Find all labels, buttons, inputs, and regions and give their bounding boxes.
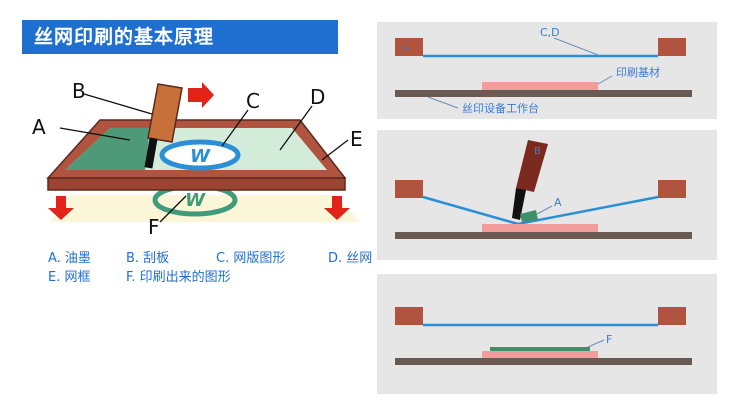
move-right-arrow <box>188 82 214 108</box>
legend-item: E. 网框 <box>48 270 91 285</box>
step1-table-leader <box>427 96 459 109</box>
step3-printed-ink <box>490 347 590 351</box>
legend-item: F. 印刷出来的图形 <box>126 270 231 285</box>
step3-print-leader <box>587 339 605 348</box>
step1-table-label: 丝印设备工作台 <box>462 101 539 115</box>
legend-row-1: A. 油墨 B. 刮板 C. 网版图形 D. 丝网 <box>48 249 372 268</box>
legend-item: D. 丝网 <box>328 251 373 266</box>
callout-b: B <box>72 79 86 103</box>
legend: A. 油墨 B. 刮板 C. 网版图形 D. 丝网 E. 网框 F. 印刷出来的图形 <box>48 249 372 287</box>
page-title: 丝网印刷的基本原理 <box>22 20 338 54</box>
step1-frame-left <box>395 38 423 56</box>
callout-e: E <box>350 127 363 151</box>
step1-table <box>395 90 692 97</box>
squeegee <box>144 83 183 169</box>
step2-squeegee-blade <box>512 188 526 220</box>
step2-table <box>395 232 692 239</box>
screen-frame-bottom <box>47 177 346 191</box>
step2-squeegee-label: B <box>534 146 541 157</box>
legend-item: C. 网版图形 <box>216 251 286 266</box>
callout-d: D <box>310 85 325 109</box>
lift-right-arrow <box>324 196 350 220</box>
step2-ink-leader <box>536 205 553 215</box>
step3-table <box>395 358 692 365</box>
step1-frame-right <box>658 38 686 56</box>
step1-screen-leader <box>553 37 599 56</box>
step1-substrate-leader <box>597 75 613 85</box>
callout-lines <box>59 93 349 223</box>
print-shadow-area <box>50 195 360 222</box>
step3-frame-left <box>395 307 423 325</box>
step2-frame-right <box>658 180 686 198</box>
step2-frame-left <box>395 180 423 198</box>
step3-print-label: F <box>606 333 612 346</box>
legend-row-2: E. 网框 F. 印刷出来的图形 <box>48 268 372 287</box>
step1-screen-label: C,D <box>540 26 560 39</box>
callout-a: A <box>32 115 46 139</box>
stencil-text: W <box>190 146 211 167</box>
step1-substrate-label: 印刷基材 <box>616 65 660 79</box>
lift-left-arrow <box>48 196 74 220</box>
stencil-image: W <box>159 139 241 171</box>
step1-frame-label: E <box>403 44 409 55</box>
step2-substrate <box>482 224 598 232</box>
ink-area <box>65 128 150 170</box>
legend-item: B. 刮板 <box>126 251 170 266</box>
step1-substrate <box>482 82 598 90</box>
callout-c: C <box>246 89 260 113</box>
svg-text:W: W <box>185 190 206 211</box>
step3-substrate <box>482 351 598 358</box>
step2-squeegee <box>516 140 548 192</box>
legend-item: A. 油墨 <box>48 251 91 266</box>
step2-ink <box>520 210 538 222</box>
step3-panel <box>377 274 717 394</box>
callout-f: F <box>148 215 160 239</box>
step3-frame-right <box>658 307 686 325</box>
step2-ink-label: A <box>554 196 562 209</box>
